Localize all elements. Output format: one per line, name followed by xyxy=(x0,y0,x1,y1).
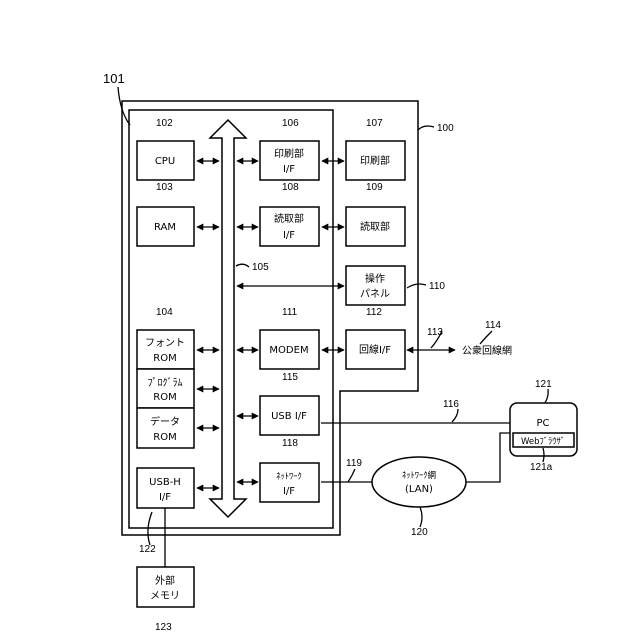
ram-label: RAM xyxy=(154,222,176,233)
ref-device: 101 xyxy=(103,71,125,86)
browser-label: Webﾌﾞﾗｳｻﾞ xyxy=(521,437,565,447)
leader-public-net xyxy=(480,331,492,344)
usb-if-label: USB I/F xyxy=(271,411,307,422)
ref-read-if: 108 xyxy=(282,182,299,193)
usb-host-label-2: I/F xyxy=(159,492,171,503)
cpu-label: CPU xyxy=(155,156,175,167)
font-rom-label-1: フォント xyxy=(145,338,185,349)
lan-pc-link xyxy=(466,433,510,482)
lan-ellipse xyxy=(372,457,466,507)
system-bus xyxy=(210,120,246,517)
data-rom-label-1: データ xyxy=(150,415,180,428)
ref-ram: 103 xyxy=(156,182,173,193)
lan-label-2: (LAN) xyxy=(405,484,433,495)
network-if-label-1: ﾈｯﾄﾜｰｸ xyxy=(276,472,302,482)
lan-label-1: ﾈｯﾄﾜｰｸ網 xyxy=(402,470,436,481)
print-if-label-1: 印刷部 xyxy=(274,147,304,160)
leader-bus xyxy=(236,264,249,267)
ref-ext-mem: 123 xyxy=(155,622,172,633)
printer-label: 印刷部 xyxy=(360,154,390,167)
read-if-label-2: I/F xyxy=(283,230,295,241)
network-if-label-2: I/F xyxy=(283,486,295,497)
pc-label: PC xyxy=(536,418,549,429)
ref-usb-cable: 116 xyxy=(443,399,459,410)
leader-system xyxy=(418,126,434,130)
ref-printer: 107 xyxy=(366,118,383,129)
leader-lan-link xyxy=(348,469,355,482)
data-rom-label-2: ROM xyxy=(153,432,176,443)
ref-usb-host: 122 xyxy=(139,544,156,555)
ref-bus: 105 xyxy=(252,262,269,273)
ref-usb-if: 115 xyxy=(282,372,298,383)
ext-mem-label-2: メモリ xyxy=(150,591,180,602)
program-rom-label-1: ﾌﾟﾛｸﾞﾗﾑ xyxy=(148,377,183,389)
ref-print-if: 106 xyxy=(282,118,299,129)
ref-network-if: 118 xyxy=(282,438,298,449)
ref-lan-link: 119 xyxy=(346,458,362,469)
ref-browser: 121a xyxy=(530,462,553,473)
panel-label-2: パネル xyxy=(360,288,390,300)
modem-label: MODEM xyxy=(269,345,308,356)
ref-pc: 121 xyxy=(535,379,552,390)
ext-mem-label-1: 外部 xyxy=(155,574,175,587)
line-if-label: 回線I/F xyxy=(359,343,391,356)
ref-panel: 110 xyxy=(429,281,445,292)
ref-cpu: 102 xyxy=(156,118,173,129)
leader-usb-cable xyxy=(452,409,458,422)
print-if-label-2: I/F xyxy=(283,164,295,175)
leader-panel xyxy=(407,284,426,288)
leader-pc xyxy=(545,389,548,403)
read-if-label-1: 読取部 xyxy=(274,212,304,225)
program-rom-label-2: ROM xyxy=(153,392,176,403)
leader-lan xyxy=(420,507,422,527)
ref-rom-group: 104 xyxy=(156,307,173,318)
ref-line-if: 112 xyxy=(366,307,382,318)
font-rom-label-2: ROM xyxy=(153,353,176,364)
ref-lan: 120 xyxy=(411,527,428,538)
reader-label: 読取部 xyxy=(360,220,390,233)
ref-public-net: 114 xyxy=(485,320,501,331)
ref-reader: 109 xyxy=(366,182,383,193)
ref-system: 100 xyxy=(437,123,454,134)
public-net-label: 公衆回線網 xyxy=(462,344,512,357)
ref-modem: 111 xyxy=(282,307,298,318)
panel-label-1: 操作 xyxy=(365,272,385,285)
usb-host-label-1: USB-H xyxy=(149,477,181,488)
leader-device xyxy=(118,87,130,125)
